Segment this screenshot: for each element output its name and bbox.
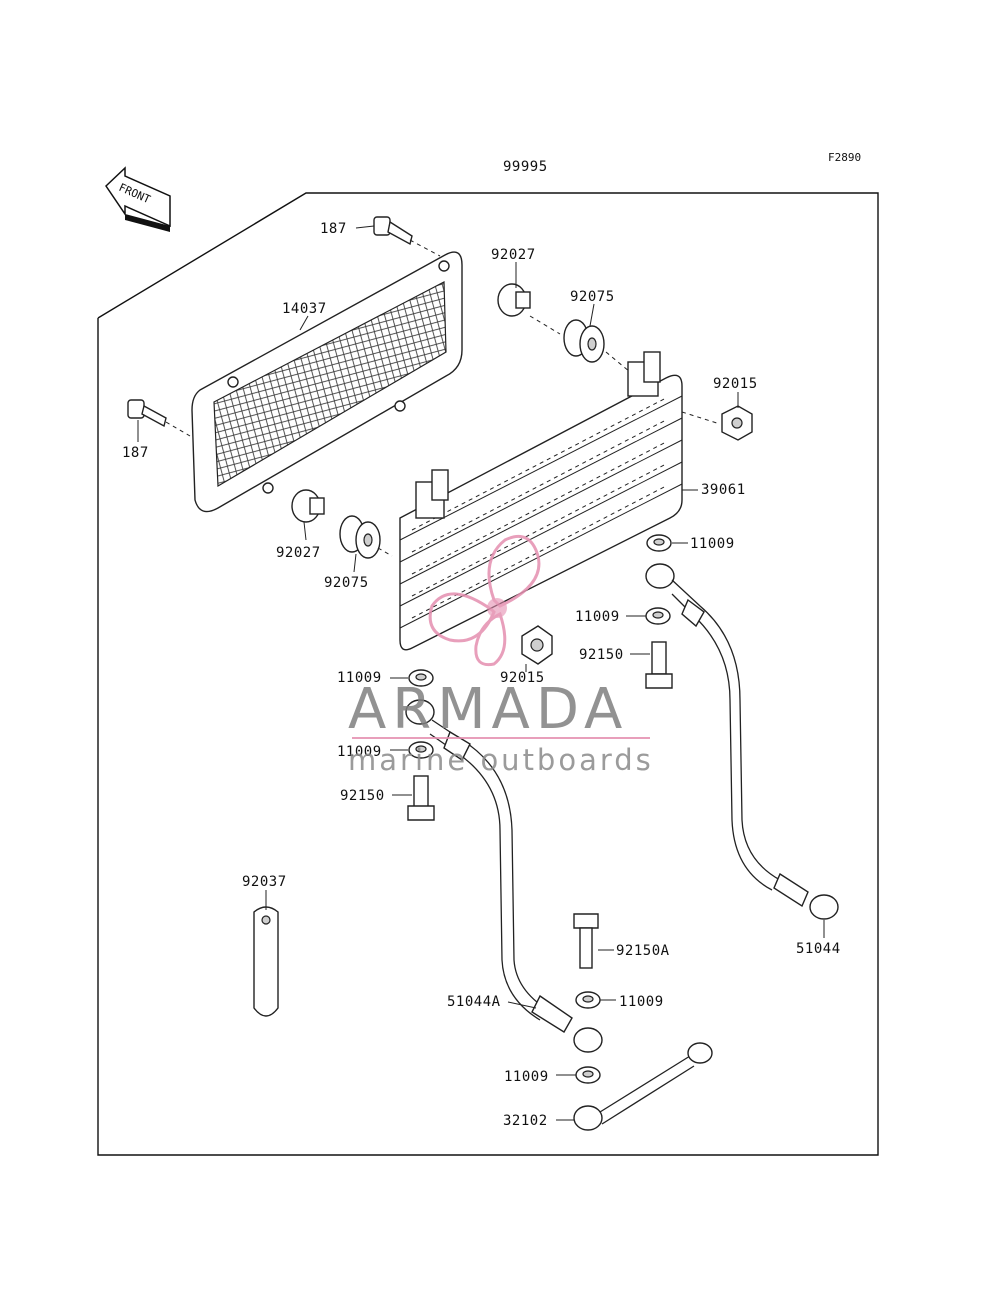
label-damper-top: 92075 [570, 289, 615, 305]
damper-bottom-icon [339, 515, 381, 559]
band-strap-icon [253, 906, 279, 1017]
nut-bottom-icon [521, 625, 553, 665]
watermark: ARMADA marine outboards [348, 535, 654, 777]
assembly-number: 99995 [503, 159, 548, 175]
label-bolt-top: 187 [320, 221, 347, 237]
label-screen: 14037 [282, 301, 327, 317]
collar-top-icon [497, 283, 531, 317]
label-banjo-bolt-a: 92150A [616, 943, 670, 959]
oil-cooler [399, 351, 683, 651]
leader-lines [137, 225, 825, 1121]
gasket-f-icon [575, 1066, 601, 1084]
banjo-bolt-left-icon [407, 775, 435, 821]
bolt-left-icon [127, 399, 167, 428]
label-hose-right: 51044 [796, 941, 841, 957]
label-gasket-a: 11009 [690, 536, 735, 552]
propeller-logo-icon [428, 535, 541, 667]
nut-right-icon [721, 405, 753, 441]
bolt-top-icon [373, 216, 413, 246]
watermark-tagline: marine outboards [348, 743, 654, 777]
front-arrow-icon: FRONT [105, 166, 171, 232]
assembly-border [97, 192, 879, 1156]
label-banjo-bolt-right: 92150 [579, 647, 624, 663]
hose-right [645, 563, 839, 920]
oil-pipe [573, 1042, 713, 1131]
watermark-brand: ARMADA [348, 677, 628, 742]
label-gasket-f: 11009 [504, 1069, 549, 1085]
figure-code: F2890 [828, 151, 861, 164]
screen-grille [191, 251, 463, 513]
label-nut-right: 92015 [713, 376, 758, 392]
banjo-bolt-a-icon [573, 913, 599, 969]
label-collar-bottom: 92027 [276, 545, 321, 561]
label-gasket-d: 11009 [337, 744, 382, 760]
label-bolt-left: 187 [122, 445, 149, 461]
label-banjo-bolt-left: 92150 [340, 788, 385, 804]
part-labels: 187 187 14037 92027 92075 92015 39061 11… [122, 221, 841, 1129]
label-band: 92037 [242, 874, 287, 890]
label-gasket-b: 11009 [575, 609, 620, 625]
damper-top-icon [563, 319, 605, 363]
gasket-d-icon [408, 741, 434, 759]
banjo-bolt-right-icon [645, 641, 673, 689]
hose-left [405, 699, 603, 1053]
watermark-rule [352, 737, 650, 739]
label-collar-top: 92027 [491, 247, 536, 263]
gasket-e-icon [575, 991, 601, 1009]
label-oil-cooler: 39061 [701, 482, 746, 498]
label-gasket-c: 11009 [337, 670, 382, 686]
gasket-c-icon [408, 669, 434, 687]
label-nut-bottom: 92015 [500, 670, 545, 686]
label-pipe: 32102 [503, 1113, 548, 1129]
propeller-hub-icon [487, 598, 507, 618]
label-gasket-e: 11009 [619, 994, 664, 1010]
collar-bottom-icon [291, 489, 325, 523]
gasket-a-icon [646, 534, 672, 552]
label-damper-bottom: 92075 [324, 575, 369, 591]
label-hose-left: 51044A [447, 994, 501, 1010]
gasket-b-icon [645, 607, 671, 625]
